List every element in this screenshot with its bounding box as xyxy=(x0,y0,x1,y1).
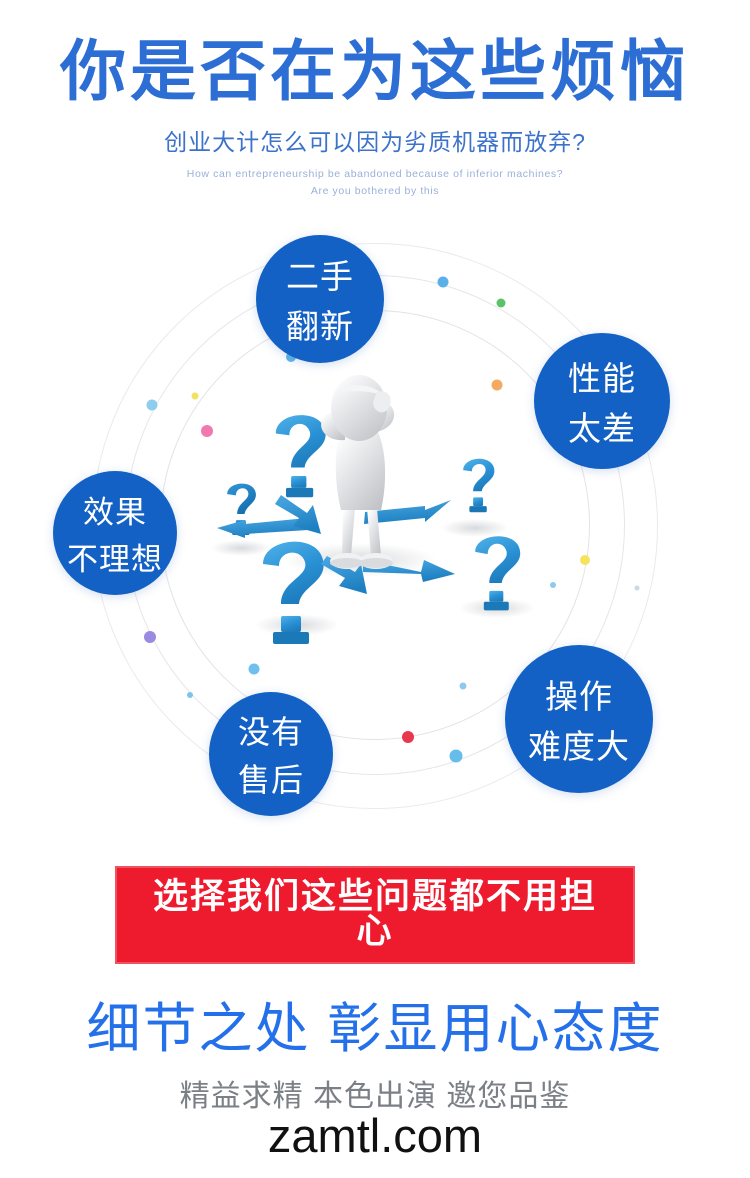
bubble-hard-to-operate[interactable]: 操作 难度大 xyxy=(505,645,653,793)
question-mark-right-lower xyxy=(475,536,521,611)
dot-faint-right xyxy=(634,585,640,591)
bubble-second-hand-refurb[interactable]: 二手 翻新 xyxy=(256,235,384,363)
dot-light-blue-under-b1 xyxy=(286,352,296,362)
question-mark-bottom-left xyxy=(263,541,324,644)
dot-light-blue-top-right xyxy=(437,276,449,288)
bubble-line-2: 售后 xyxy=(237,762,304,798)
arrow-center-down xyxy=(275,495,321,534)
bubble-line-2: 翻新 xyxy=(286,308,354,345)
arrow-left xyxy=(217,518,308,538)
dot-small-blue-mid-right xyxy=(459,682,467,690)
footer-title: 细节之处 彰显用心态度 xyxy=(86,999,664,1059)
question-mark-right-upper xyxy=(463,458,495,513)
bubble-line-1: 没有 xyxy=(237,714,304,750)
bubble-line-1: 效果 xyxy=(83,495,147,530)
figure-3d xyxy=(321,375,395,569)
bubble-line-1: 二手 xyxy=(286,258,354,295)
dot-pink-left xyxy=(201,425,213,437)
cta-banner-wrap: 选择我们这些问题都不用担心 xyxy=(0,866,750,964)
subtitle-english-line1: How can entrepreneurship be abandoned be… xyxy=(186,168,564,181)
page-title: 你是否在为这些烦恼 xyxy=(60,34,690,108)
dot-tiny-blue-bottom xyxy=(187,692,193,698)
dot-green-top-right xyxy=(496,298,506,308)
dot-lightblue-left xyxy=(146,399,158,411)
subtitle-english: How can entrepreneurship be abandoned be… xyxy=(0,157,750,199)
watermark: zamtl.com xyxy=(267,1109,483,1162)
footer: 细节之处 彰显用心态度 精益求精 本色出演 邀您品鉴 xyxy=(0,999,750,1115)
bubble-line-2: 太差 xyxy=(568,410,636,447)
problem-orbit-stage: 二手 翻新 性能 太差 效果 不理想 没有 售后 操作 难度大 xyxy=(0,215,750,835)
dot-lightblue-bottom xyxy=(248,663,260,675)
dot-red-bottom xyxy=(402,731,414,743)
header: 你是否在为这些烦恼 创业大计怎么可以因为劣质机器而放弃? How can ent… xyxy=(0,0,750,199)
dot-purple-bottom-left xyxy=(144,631,156,643)
dot-yellow-left xyxy=(191,392,199,400)
bubble-line-2: 不理想 xyxy=(67,542,163,577)
cta-banner[interactable]: 选择我们这些问题都不用担心 xyxy=(115,866,635,964)
footer-subtitle: 精益求精 本色出演 邀您品鉴 xyxy=(179,1080,571,1114)
bubble-poor-performance[interactable]: 性能 太差 xyxy=(534,333,670,469)
bubble-no-after-sales[interactable]: 没有 售后 xyxy=(209,692,333,816)
bubble-line-1: 操作 xyxy=(545,678,613,715)
bubble-line-2: 难度大 xyxy=(528,728,630,765)
bubble-unsatisfactory-results[interactable]: 效果 不理想 xyxy=(53,471,177,595)
subtitle-english-line2: Are you bothered by this xyxy=(310,184,440,197)
confused-person-illustration xyxy=(175,360,575,700)
dot-orange-right xyxy=(491,379,503,391)
question-mark-center xyxy=(275,415,326,498)
dot-yellow-right xyxy=(580,555,590,565)
dot-lightblue-bottom2 xyxy=(449,749,463,763)
subtitle-chinese: 创业大计怎么可以因为劣质机器而放弃? xyxy=(164,129,586,156)
arrow-right-up xyxy=(364,500,451,524)
bubble-line-1: 性能 xyxy=(568,360,636,397)
dot-small-blue-right xyxy=(550,582,556,588)
